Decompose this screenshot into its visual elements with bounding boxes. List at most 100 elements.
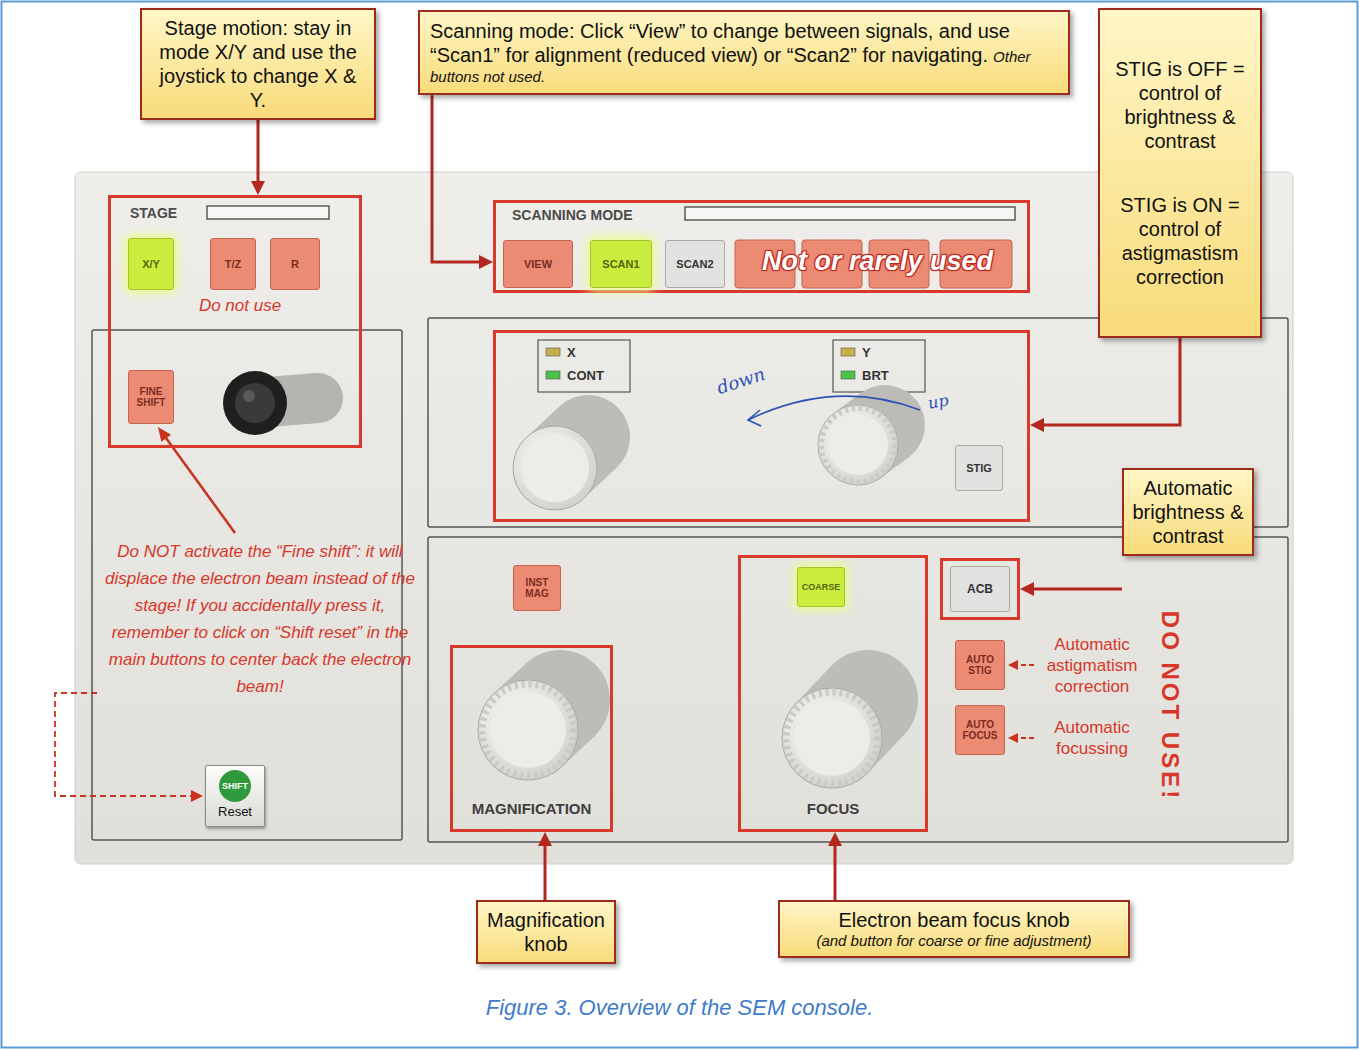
reset-button: SHIFT Reset xyxy=(205,765,265,827)
button-label: T/Z xyxy=(225,258,242,271)
highlight-frame: STAGEDo not useX/YT/ZRFINE SHIFT xyxy=(108,195,362,448)
callout-arrow xyxy=(538,832,552,900)
callout-text: Electron beam focus knob xyxy=(788,908,1120,932)
button-label: VIEW xyxy=(524,258,552,271)
leader-lines xyxy=(55,427,1034,802)
button-label: X/Y xyxy=(142,258,160,271)
console-panel xyxy=(428,537,1288,842)
indicator-lights xyxy=(841,348,855,356)
leader-lines xyxy=(55,693,193,796)
leader-lines xyxy=(1008,660,1018,670)
button-label: SCAN2 xyxy=(676,258,713,271)
button-label: AUTO FOCUS xyxy=(958,719,1002,742)
arrow-head xyxy=(1020,582,1034,596)
highlight-frame: MAGNIFICATION xyxy=(450,645,613,832)
arrow-head xyxy=(1030,418,1044,432)
callout-box: Scanning mode: Click “View” to change be… xyxy=(418,10,1070,95)
panel-label: MAGNIFICATION xyxy=(458,800,605,817)
button-label: Reset xyxy=(206,804,264,819)
callout-text: Automatic brightness & contrast xyxy=(1132,476,1244,548)
callout-text: Scanning mode: Click “View” to change be… xyxy=(430,20,1010,66)
button-note: Automatic focussing xyxy=(1036,717,1148,759)
leader-lines xyxy=(158,427,171,442)
panel-label: FOCUS xyxy=(746,800,920,817)
panel-label: up xyxy=(927,390,951,412)
indicator-lights xyxy=(538,340,630,392)
panel-label: BRT xyxy=(862,368,889,383)
panel-label: X xyxy=(567,345,576,360)
console-button: VIEW xyxy=(503,240,573,288)
arrow-line xyxy=(1044,338,1180,425)
indicator-lights xyxy=(833,340,925,392)
handwritten-arc xyxy=(748,396,920,426)
figure-caption: Figure 3. Overview of the SEM console. xyxy=(0,995,1359,1021)
panel-label: CONT xyxy=(567,368,604,383)
console-button: FINE SHIFT xyxy=(128,370,174,424)
knobs xyxy=(513,426,597,510)
console-button: T/Z xyxy=(210,238,256,290)
callout-box: Electron beam focus knob(and button for … xyxy=(778,900,1130,958)
highlight-frame: ACB xyxy=(940,558,1020,620)
arrow-head xyxy=(479,255,493,269)
arrow-head xyxy=(828,832,842,846)
callout-text: STIG is OFF = control of brightness & co… xyxy=(1108,57,1252,153)
panel-label: ACB xyxy=(950,566,1010,612)
console-button: STIG xyxy=(955,445,1003,491)
leader-lines xyxy=(1018,664,1034,666)
indicator-lights xyxy=(546,371,560,379)
leader-lines xyxy=(191,790,203,802)
callout-box: Automatic brightness & contrast xyxy=(1122,468,1254,556)
arrow-line xyxy=(432,95,479,262)
knobs xyxy=(482,684,574,776)
arrow-line xyxy=(257,120,260,181)
arrow-line xyxy=(1034,588,1122,591)
button-label: COARSE xyxy=(802,582,841,592)
callout-arrow xyxy=(1030,338,1180,432)
indicator-lights xyxy=(841,371,855,379)
callout-box: STIG is OFF = control of brightness & co… xyxy=(1098,8,1262,338)
button-label: STIG xyxy=(966,462,992,475)
handwritten-arc xyxy=(748,396,920,420)
callout-arrow xyxy=(432,95,493,269)
warning-note: Do NOT activate the “Fine shift”: it wil… xyxy=(100,538,420,700)
leader-lines xyxy=(166,438,235,533)
knobs xyxy=(786,692,878,784)
console-button: X/Y xyxy=(128,238,174,290)
button-note: Automatic astigmatism correction xyxy=(1036,634,1148,697)
button-label: INST MAG xyxy=(516,577,558,600)
panel-label: Y xyxy=(862,345,871,360)
arrow-line xyxy=(544,846,547,900)
console-button: SCAN2 xyxy=(665,240,725,288)
button-label: SHIFT xyxy=(219,770,251,802)
leader-lines xyxy=(1018,737,1034,739)
button-label: FINE SHIFT xyxy=(131,386,171,409)
panel-label: Not or rarely used xyxy=(735,246,1020,277)
button-label: AUTO STIG xyxy=(958,654,1002,677)
panel-label: SCANNING MODE xyxy=(512,207,633,223)
joystick xyxy=(223,371,287,435)
callout-text: Magnification knob xyxy=(486,908,606,956)
console-button: COARSE xyxy=(797,567,845,607)
highlight-frame: X CONT Y BRT down upSTIG xyxy=(493,330,1030,522)
console-button: SCAN1 xyxy=(590,240,652,288)
handwritten-arc xyxy=(748,410,761,426)
knobs xyxy=(478,680,578,780)
console-button: R xyxy=(270,238,320,290)
highlight-frame: FOCUS COARSE xyxy=(738,555,928,832)
console-panel xyxy=(207,206,329,219)
indicator-lights xyxy=(546,348,560,356)
callout-text: (and button for coarse or fine adjustmen… xyxy=(788,932,1120,950)
highlight-frame: SCANNING MODE Not or rarely used VIEW SCAN1… xyxy=(493,200,1030,293)
leader-lines xyxy=(1008,733,1018,743)
button-label: R xyxy=(291,258,299,271)
knobs xyxy=(521,434,589,502)
button-label: SCAN1 xyxy=(602,258,639,271)
panel-label: STAGE xyxy=(130,205,177,221)
panel-label: down xyxy=(714,363,767,398)
arrow-head xyxy=(538,832,552,846)
joystick xyxy=(243,390,255,402)
callout-box: Stage motion: stay in mode X/Y and use t… xyxy=(140,8,376,120)
knobs xyxy=(828,415,888,475)
arrow-line xyxy=(834,846,837,900)
